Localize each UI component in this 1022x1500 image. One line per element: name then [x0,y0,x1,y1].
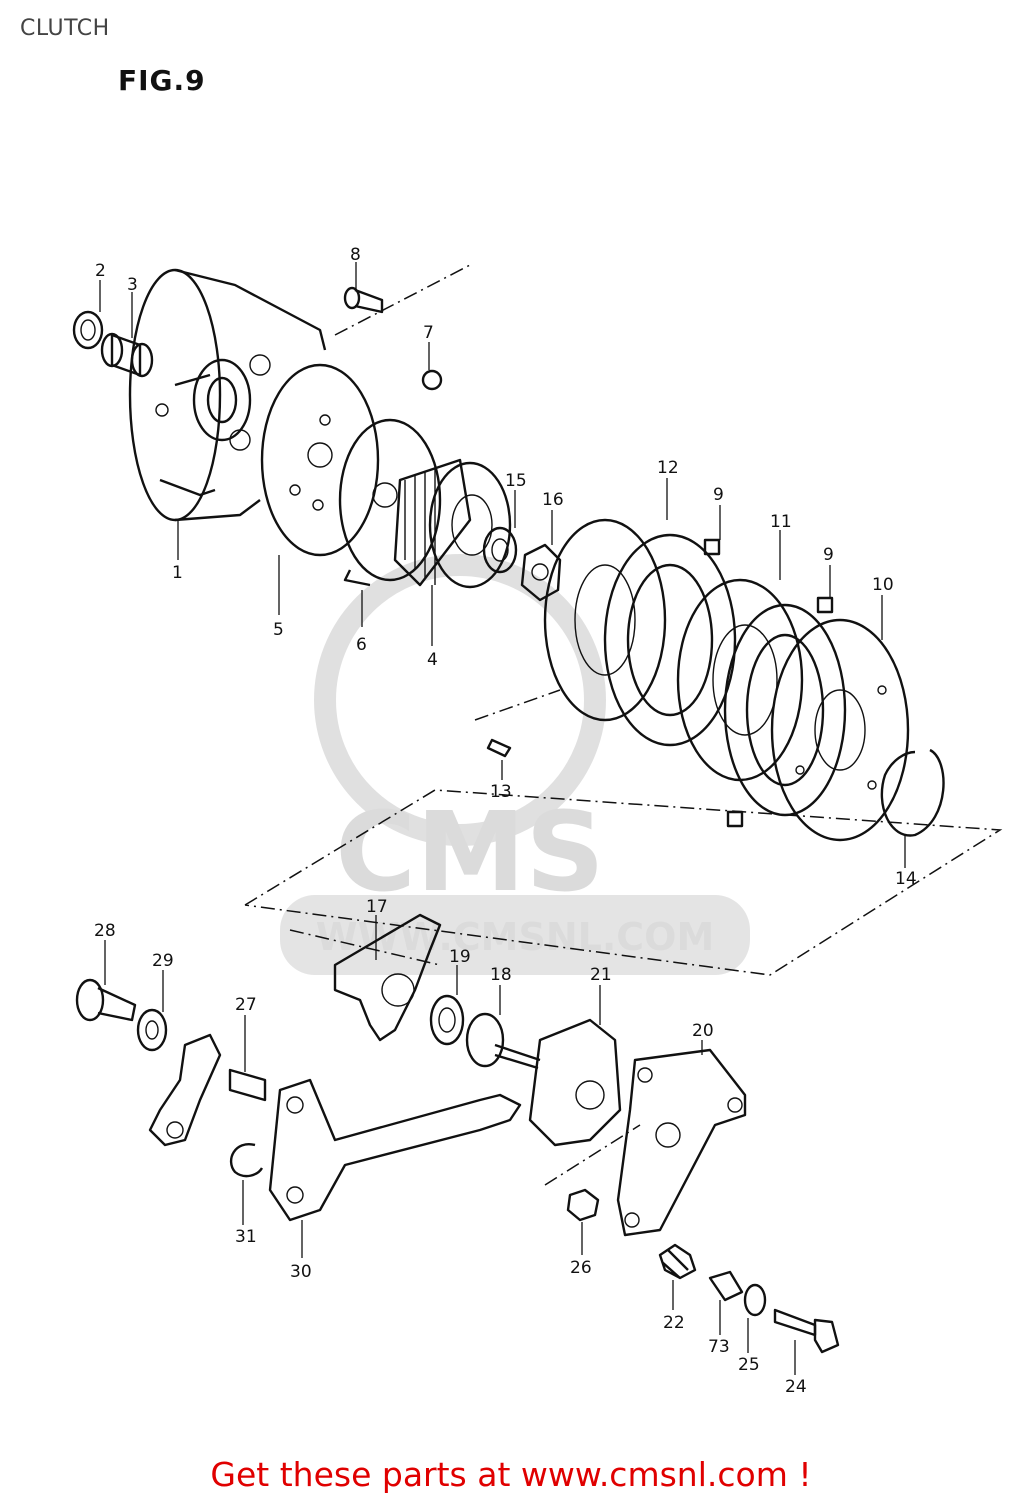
spring-22 [658,1243,697,1280]
washer-29 [136,1008,168,1052]
clutch-plate-6 [338,418,442,587]
cover-plate-20 [616,1048,747,1237]
driven-plate-11 [676,578,804,782]
callout-21: 21 [590,965,612,985]
callout-4: 4 [427,650,438,670]
callout-1: 1 [172,563,183,583]
clutch-sleeve-hub [393,458,512,589]
callout-11: 11 [770,512,792,532]
figure-label: FIG.9 [118,64,206,97]
callout-9a: 9 [713,485,724,505]
primary-driven-plate [260,363,380,557]
bolt-28 [75,978,137,1022]
spacer-bushing [100,332,154,378]
circlip-14 [880,748,945,837]
callout-28: 28 [94,921,116,941]
callout-24: 24 [785,1377,807,1397]
callout-22: 22 [663,1313,685,1333]
spacer-73 [708,1270,744,1302]
driven-plate-12 [543,518,667,722]
washer-25 [743,1283,767,1317]
callout-6: 6 [356,635,367,655]
nut-26 [566,1188,600,1222]
release-arm-30 [268,1078,522,1222]
callout-10: 10 [872,575,894,595]
callout-26: 26 [570,1258,592,1278]
callout-3: 3 [127,275,138,295]
release-cam-21 [494,1018,622,1147]
callout-31: 31 [235,1227,257,1247]
drive-plate-9b [723,596,847,828]
callout-12: 12 [657,458,679,478]
callout-14: 14 [895,869,917,889]
callout-17: 17 [366,897,388,917]
callout-73: 73 [708,1337,730,1357]
pin-13 [486,738,512,758]
callout-labels: 1 2 3 4 5 6 7 8 9 9 10 11 12 13 14 15 16… [94,245,917,1397]
clutch-lever-27 [148,1033,267,1147]
washer-19 [429,994,465,1046]
thrust-washer [72,310,104,350]
callout-20: 20 [692,1021,714,1041]
leader-lines [99,262,906,1375]
callout-18: 18 [490,965,512,985]
washer-15 [482,526,518,574]
assembly-guides [244,264,1003,1186]
callout-8: 8 [350,245,361,265]
callout-27: 27 [235,995,257,1015]
callout-5: 5 [273,620,284,640]
release-plate-17 [333,913,442,1042]
callout-19: 19 [449,947,471,967]
promo-banner[interactable]: Get these parts at www.cmsnl.com ! [210,1455,812,1494]
callout-7: 7 [423,323,434,343]
callout-25: 25 [738,1355,760,1375]
screw-8 [343,286,384,314]
pressure-plate-10 [770,618,910,842]
callout-29: 29 [152,951,174,971]
callout-13: 13 [490,782,512,802]
watermark-brand: CMS [335,788,604,916]
callout-2: 2 [95,261,106,281]
callout-30: 30 [290,1262,312,1282]
callout-9b: 9 [823,545,834,565]
callout-15: 15 [505,471,527,491]
washer-18 [465,1012,505,1068]
section-title: CLUTCH [20,16,110,41]
nut-16 [520,543,562,602]
bolt-24 [773,1308,840,1354]
steel-ball [421,369,443,391]
cmsnl-watermark: CMS WWW.CMSNL.COM [280,554,750,975]
e-clip-31 [229,1143,264,1178]
callout-16: 16 [542,490,564,510]
clutch-housing [128,268,327,522]
drive-plate-9a [603,533,737,747]
